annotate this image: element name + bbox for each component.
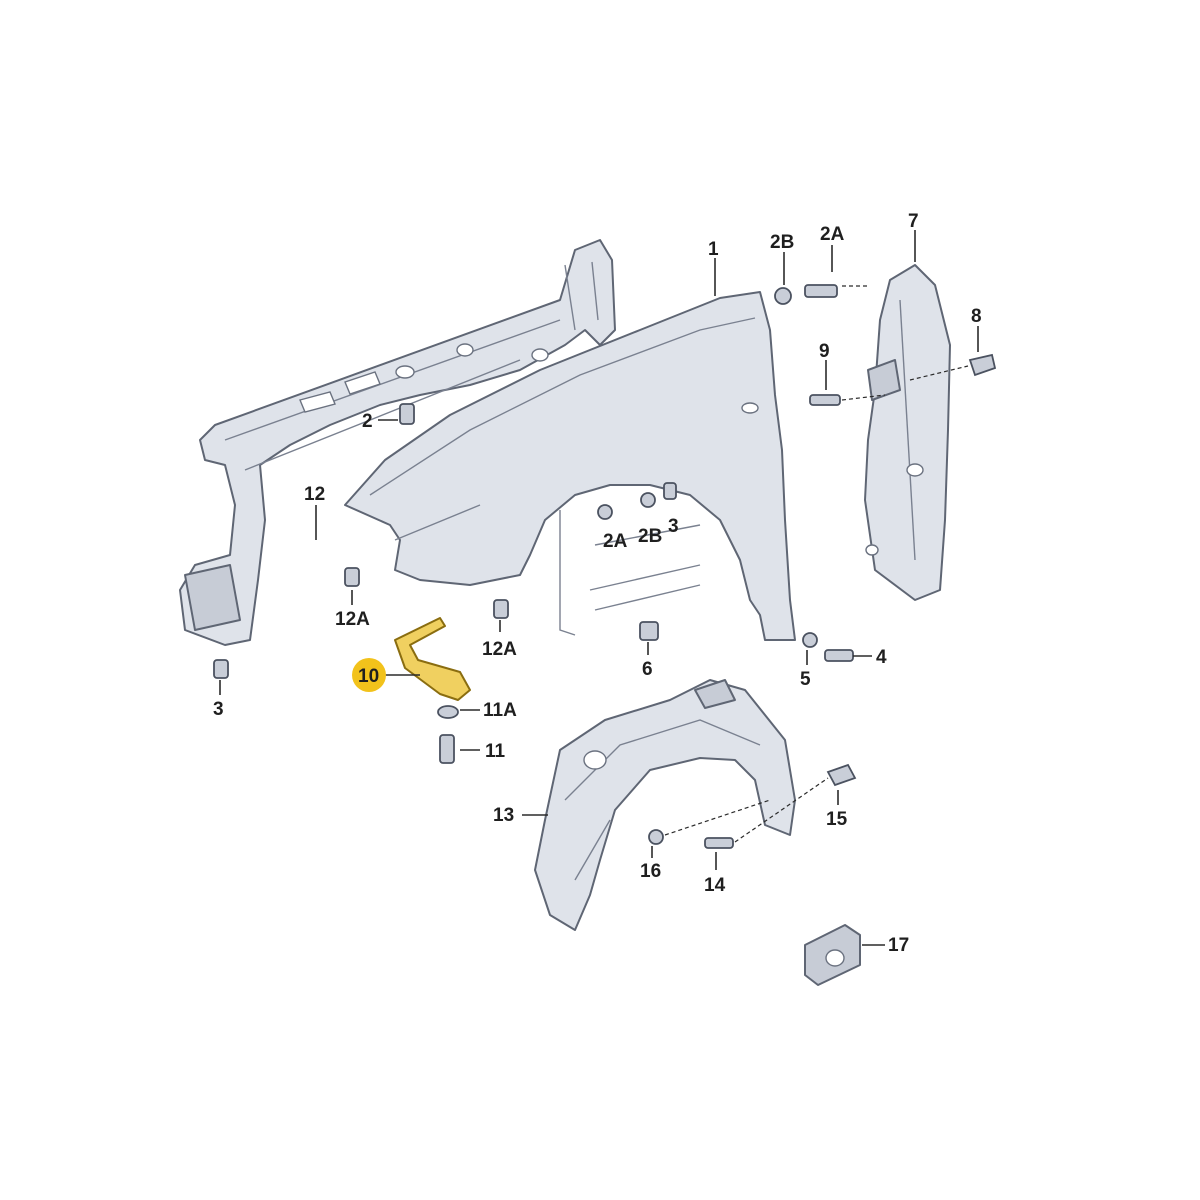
callout-12a-right: 12A bbox=[482, 639, 517, 660]
callout-9: 9 bbox=[819, 341, 830, 362]
callout-10-highlight bbox=[352, 658, 386, 692]
callout-3-left: 3 bbox=[213, 699, 224, 720]
callout-4: 4 bbox=[876, 647, 887, 668]
callout-3-mid: 3 bbox=[668, 516, 679, 537]
callout-5: 5 bbox=[800, 669, 811, 690]
callout-8: 8 bbox=[971, 306, 982, 327]
callout-15: 15 bbox=[826, 809, 848, 830]
cover-block bbox=[804, 924, 861, 986]
callout-2b-top: 2B bbox=[770, 232, 794, 253]
callout-2a-top: 2A bbox=[820, 224, 845, 245]
callout-7: 7 bbox=[908, 211, 919, 232]
front-fender bbox=[344, 291, 796, 641]
callout-11: 11 bbox=[485, 741, 506, 762]
callout-13: 13 bbox=[493, 805, 514, 826]
callout-10: 10 bbox=[358, 666, 379, 687]
callout-11a: 11A bbox=[483, 700, 517, 721]
callout-16: 16 bbox=[640, 861, 661, 882]
callout-17: 17 bbox=[888, 935, 909, 956]
callout-labels: 1 2B 2A 7 8 9 2 12 12A 12A 2A 2B 3 6 4 5… bbox=[213, 211, 982, 956]
support-bracket-highlighted bbox=[394, 617, 471, 701]
callout-2: 2 bbox=[362, 411, 373, 432]
callout-12a-left: 12A bbox=[335, 609, 370, 630]
fasteners bbox=[213, 284, 997, 849]
callout-6: 6 bbox=[642, 659, 653, 680]
wheel-arch-panel bbox=[864, 264, 951, 601]
callout-1: 1 bbox=[708, 239, 719, 260]
wheel-arch-liner bbox=[534, 679, 796, 931]
callout-12: 12 bbox=[304, 484, 325, 505]
leader-lines bbox=[219, 230, 979, 946]
callout-14: 14 bbox=[704, 875, 726, 896]
front-structure-carrier bbox=[179, 239, 616, 646]
callout-2b-mid: 2B bbox=[638, 526, 662, 547]
callout-2a-mid: 2A bbox=[603, 531, 628, 552]
